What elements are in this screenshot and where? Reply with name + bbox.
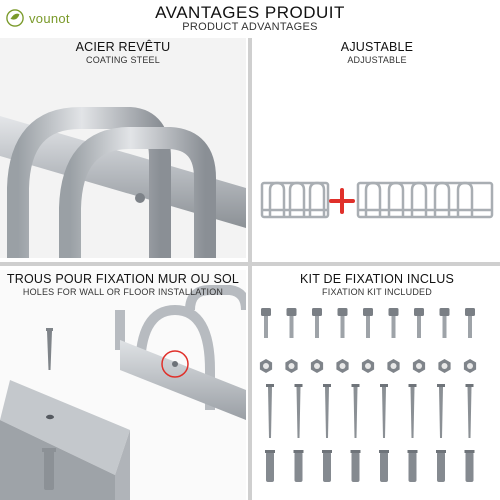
- nut-icon: [412, 359, 426, 373]
- panel-fixation-kit: KIT DE FIXATION INCLUS FIXATION KIT INCL…: [254, 270, 500, 500]
- bolt-icon: [414, 308, 424, 338]
- screw-icon: [266, 384, 274, 438]
- adjustable-racks-photo: [260, 181, 494, 219]
- horizontal-divider: [0, 262, 500, 266]
- nut-icon: [259, 359, 273, 373]
- bolt-icon: [286, 308, 297, 338]
- panel-mounting-holes: TROUS POUR FIXATION MUR OU SOL HOLES FOR…: [0, 270, 246, 500]
- nut-icon: [336, 359, 349, 373]
- coated-steel-tube-photo: [0, 38, 246, 258]
- screw-icon: [380, 384, 388, 438]
- wall-plug-icon: [265, 450, 275, 482]
- screw-icon: [323, 384, 331, 438]
- nut-icon: [285, 359, 298, 373]
- bolt-icon: [363, 308, 373, 338]
- holes-title: TROUS POUR FIXATION MUR OU SOL: [6, 272, 240, 286]
- page-subtitle: PRODUCT ADVANTAGES: [182, 21, 318, 33]
- screw-icon: [408, 384, 417, 438]
- coating-title: ACIER REVÊTU: [75, 40, 171, 54]
- fixation-kit-photo: [259, 308, 477, 482]
- bolt-icon: [261, 308, 271, 338]
- nut-icon: [463, 359, 477, 373]
- kit-subtitle: FIXATION KIT INCLUDED: [322, 287, 432, 297]
- bolt-icon: [465, 308, 475, 338]
- bolt-icon: [312, 308, 322, 338]
- nut-icon: [438, 359, 451, 373]
- header: vounot AVANTAGES PRODUIT PRODUCT ADVANTA…: [0, 0, 500, 34]
- wall-plug-icon: [293, 450, 304, 482]
- wall-plug-icon: [42, 448, 56, 490]
- wall-plug-icon: [464, 450, 475, 482]
- adjustable-subtitle: ADJUSTABLE: [347, 55, 407, 65]
- panel-adjustable: AJUSTABLE ADJUSTABLE: [254, 38, 500, 258]
- leaf-logo-icon: [6, 9, 24, 27]
- coating-subtitle: COATING STEEL: [86, 55, 160, 65]
- adjustable-title: AJUSTABLE: [340, 40, 414, 54]
- nut-icon: [361, 359, 375, 373]
- nut-icon: [387, 359, 400, 373]
- mounting-holes-photo: [0, 270, 246, 500]
- wall-plug-icon: [436, 450, 446, 482]
- panel-coating-steel: ACIER REVÊTU COATING STEEL: [0, 38, 246, 258]
- nut-icon: [310, 359, 324, 373]
- brand-name: vounot: [29, 10, 70, 26]
- bolt-icon: [439, 308, 450, 338]
- vertical-divider: [248, 38, 252, 500]
- wall-plug-icon: [322, 450, 332, 482]
- brand-logo: vounot: [6, 8, 126, 28]
- screw-icon: [465, 384, 474, 438]
- holes-subtitle: HOLES FOR WALL OR FLOOR INSTALLATION: [22, 287, 224, 297]
- plus-icon: [329, 188, 355, 214]
- wall-plug-icon: [350, 450, 361, 482]
- page-title: AVANTAGES PRODUIT: [155, 3, 345, 22]
- bolt-icon: [337, 308, 348, 338]
- screw-icon: [46, 328, 53, 370]
- bolt-icon: [388, 308, 399, 338]
- screw-icon: [437, 384, 445, 438]
- screw-icon: [351, 384, 360, 438]
- kit-title: KIT DE FIXATION INCLUS: [300, 272, 454, 286]
- screw-icon: [294, 384, 303, 438]
- wall-plug-icon: [407, 450, 418, 482]
- wall-plug-icon: [379, 450, 389, 482]
